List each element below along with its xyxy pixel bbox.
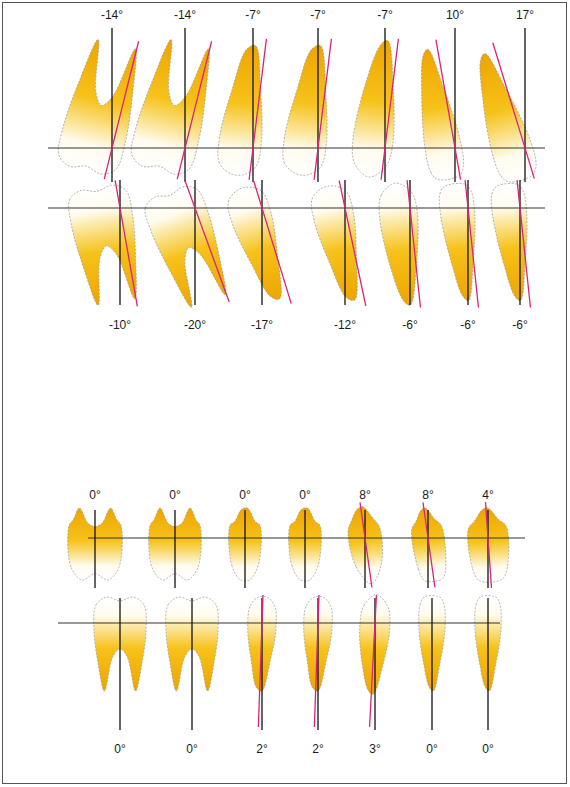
angle-label: 0°: [169, 488, 180, 502]
tooth-axis-line: [517, 180, 530, 307]
angle-label: 0°: [239, 488, 250, 502]
tooth-axis-line: [407, 180, 420, 307]
tooth-axis-line: [493, 43, 535, 179]
tooth-row: [48, 180, 545, 311]
tooth-axis-line: [314, 595, 319, 727]
tooth-shape: [464, 48, 541, 186]
reference-line: [48, 147, 545, 148]
vertical-line: [344, 180, 345, 305]
vertical-line: [111, 28, 112, 182]
angle-label: 0°: [482, 742, 493, 756]
tooth-axis-line: [115, 180, 137, 306]
tooth-axis-line: [465, 180, 478, 307]
vertical-line: [487, 598, 488, 730]
vertical-line: [119, 598, 120, 730]
vertical-line: [244, 510, 245, 588]
vertical-line: [191, 598, 192, 730]
angle-label: -20°: [184, 318, 206, 332]
tooth-axis-line: [370, 595, 377, 727]
reference-line: [48, 207, 545, 208]
tooth-axis-line: [423, 502, 435, 587]
vertical-line: [304, 510, 305, 588]
tooth-shape: [376, 181, 427, 307]
tooth-shape: [127, 36, 221, 178]
tooth-axis-line: [314, 39, 331, 180]
vertical-line: [431, 598, 432, 730]
tooth-shape: [489, 182, 536, 303]
angle-label: -12°: [334, 318, 356, 332]
angle-label: -14°: [101, 8, 123, 22]
angle-label: -6°: [460, 318, 475, 332]
vertical-line: [252, 28, 253, 182]
reference-line: [58, 622, 500, 623]
tooth-row: [48, 28, 545, 186]
angle-label: -7°: [377, 8, 392, 22]
tooth-axis-line: [485, 502, 491, 588]
angle-label: 8°: [359, 488, 370, 502]
angle-label: 0°: [89, 488, 100, 502]
angle-label: 0°: [114, 742, 125, 756]
angle-label: -6°: [402, 318, 417, 332]
vertical-line: [194, 180, 195, 305]
angle-label: 2°: [256, 742, 267, 756]
angle-label: 8°: [422, 488, 433, 502]
tooth-axis-line: [177, 41, 211, 179]
vertical-line: [317, 28, 318, 182]
angle-label: 3°: [369, 742, 380, 756]
reference-line: [88, 537, 525, 538]
angle-label: 0°: [299, 488, 310, 502]
vertical-line: [261, 180, 262, 305]
vertical-line: [94, 510, 95, 588]
tooth-shape: [140, 182, 236, 312]
vertical-line: [174, 510, 175, 588]
vertical-line: [427, 510, 428, 588]
angle-label: -14°: [174, 8, 196, 22]
tooth-shape: [223, 182, 296, 306]
angle-label: -17°: [251, 318, 273, 332]
angle-label: 0°: [186, 742, 197, 756]
tooth-shape: [215, 42, 273, 177]
tooth-axis-line: [436, 40, 461, 180]
angle-label: 0°: [426, 742, 437, 756]
angle-label: 10°: [446, 8, 464, 22]
angle-label: -7°: [245, 8, 260, 22]
tooth-axis-line: [258, 595, 263, 727]
tooth-row: [58, 594, 501, 730]
tooth-axis-line: [339, 181, 366, 306]
tooth-row: [68, 502, 525, 588]
angle-label: 4°: [482, 488, 493, 502]
vertical-line: [384, 28, 385, 182]
vertical-line: [184, 28, 185, 182]
angle-label: -10°: [109, 318, 131, 332]
angle-label: 2°: [312, 742, 323, 756]
angle-label: 17°: [516, 8, 534, 22]
vertical-line: [524, 28, 525, 182]
angle-label: -7°: [310, 8, 325, 22]
tooth-shape: [349, 38, 406, 180]
tooth-axis-line: [254, 181, 291, 303]
vertical-line: [454, 28, 455, 182]
vertical-line: [119, 180, 120, 305]
tooth-axis-line: [185, 182, 229, 302]
tooth-axis-line: [249, 39, 266, 180]
tooth-axis-line: [360, 502, 372, 587]
tooth-shape: [280, 42, 338, 177]
vertical-line: [364, 510, 365, 588]
tooth-shape: [437, 182, 484, 303]
tooth-axis-line: [104, 41, 138, 179]
tooth-axis-line: [381, 39, 398, 180]
frame-border: [3, 3, 567, 784]
angle-label: -6°: [512, 318, 527, 332]
